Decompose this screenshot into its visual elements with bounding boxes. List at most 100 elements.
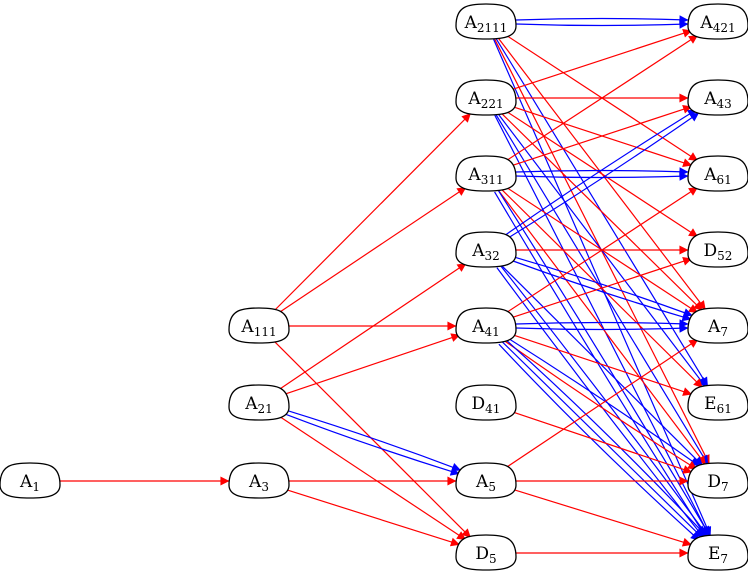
node-shape <box>687 534 748 571</box>
edge-A311-to-E7 <box>497 189 710 536</box>
edge-A221-to-D7 <box>495 114 709 465</box>
node-label-subscript: 32 <box>485 249 500 263</box>
node-label-letter: A <box>467 89 481 109</box>
edge-D41-to-D7 <box>512 411 693 474</box>
node-label-subscript: 5 <box>489 552 497 566</box>
node-label-subscript: 7 <box>720 552 728 566</box>
node-label-letter: A <box>703 165 717 185</box>
edge-A311-to-A43 <box>512 104 693 166</box>
node-A311: A311 <box>455 155 517 192</box>
edge-A21-to-A32 <box>278 262 467 391</box>
node-A32: A32 <box>455 231 517 268</box>
edge-A41-to-D7 <box>504 340 698 470</box>
node-label: E7 <box>708 544 728 566</box>
node-label-letter: A <box>707 317 721 337</box>
node-label-letter: E <box>708 544 720 564</box>
node-shape <box>687 384 748 421</box>
node-shape <box>687 231 748 268</box>
edge-A21-to-A5 <box>285 409 462 472</box>
node-label-letter: A <box>471 317 485 337</box>
edge-A221-to-A421 <box>512 28 693 90</box>
node-shape <box>687 155 748 192</box>
node-A1: A1 <box>0 462 61 499</box>
node-A5: A5 <box>455 462 517 499</box>
node-label-subscript: 7 <box>720 325 728 339</box>
edge-A21-to-D5 <box>278 415 467 541</box>
node-label: A2111 <box>464 13 508 35</box>
node-label: A41 <box>471 317 500 339</box>
node-label-subscript: 3 <box>261 480 269 494</box>
node-label-letter: A <box>464 13 478 33</box>
node-D52: D52 <box>687 231 748 268</box>
edge-A311-to-A421 <box>505 34 699 162</box>
node-label: D7 <box>707 472 728 494</box>
node-shape <box>455 462 517 499</box>
node-label: A61 <box>703 165 732 187</box>
node-label-subscript: 311 <box>481 173 504 187</box>
node-label-subscript: 61 <box>717 173 732 187</box>
edge-A41-to-E7 <box>498 343 700 541</box>
node-label: A5 <box>475 472 496 494</box>
node-label: D52 <box>704 241 733 263</box>
node-label: A421 <box>699 13 735 35</box>
edge-A41-to-E7 <box>501 340 703 539</box>
node-shape <box>0 462 61 499</box>
node-label-letter: A <box>248 472 262 492</box>
node-label: A1 <box>19 472 40 494</box>
node-A221: A221 <box>455 79 517 116</box>
edge-A41-to-E7 <box>504 338 706 536</box>
node-label-letter: A <box>703 89 717 109</box>
edge-A41-to-E61 <box>512 334 693 396</box>
edge-A32-to-D7 <box>501 264 703 467</box>
node-label-subscript: 221 <box>481 97 504 111</box>
edge-A32-to-A7 <box>512 256 693 317</box>
node-shape <box>687 307 748 344</box>
node-label-subscript: 7 <box>721 480 729 494</box>
node-label-letter: D <box>472 394 486 414</box>
edge-A221-to-D52 <box>505 110 699 238</box>
node-label-subscript: 1 <box>32 480 40 494</box>
node-label-subscript: 52 <box>717 249 732 263</box>
node-label-subscript: 421 <box>713 21 736 35</box>
node-shape <box>455 384 517 421</box>
node-label-letter: A <box>699 13 713 33</box>
node-shape <box>455 231 517 268</box>
edge-A311-to-D7 <box>497 190 707 465</box>
node-D5: D5 <box>455 534 517 571</box>
node-label-letter: A <box>240 317 254 337</box>
node-A43: A43 <box>687 79 748 116</box>
edge-A111-to-A311 <box>278 186 467 314</box>
node-shape <box>455 155 517 192</box>
node-label-letter: E <box>704 394 716 414</box>
edge-A111-to-D5 <box>273 340 472 539</box>
node-shape <box>228 307 290 344</box>
edge-A2111-to-D7 <box>494 38 710 465</box>
node-shape <box>228 462 290 499</box>
edge-A5-to-E7 <box>512 488 692 547</box>
node-label-letter: A <box>475 472 489 492</box>
node-label-subscript: 61 <box>717 402 732 416</box>
node-D7: D7 <box>687 462 748 499</box>
node-label: A311 <box>467 165 503 187</box>
node-E61: E61 <box>687 384 748 421</box>
node-label-subscript: 41 <box>485 402 500 416</box>
node-label-subscript: 43 <box>717 97 732 111</box>
node-label-subscript: 5 <box>488 480 496 494</box>
node-label-letter: D <box>475 544 489 564</box>
edge-A32-to-A43 <box>507 112 700 239</box>
edge-A41-to-A7 <box>515 319 689 329</box>
edge-A41-to-D7 <box>506 337 700 467</box>
node-label: D5 <box>475 544 496 566</box>
node-D41: D41 <box>455 384 517 421</box>
edge-A311-to-A61 <box>515 171 689 181</box>
edge-A41-to-A7 <box>515 323 689 333</box>
edge-A311-to-E7 <box>494 191 707 538</box>
edge-A111-to-A221 <box>273 113 472 311</box>
edge-A21-to-A41 <box>284 333 461 395</box>
node-shape <box>687 3 748 40</box>
edge-A32-to-A7 <box>511 259 692 322</box>
edge-A2111-to-A421 <box>515 19 689 29</box>
node-label-letter: D <box>704 241 718 261</box>
